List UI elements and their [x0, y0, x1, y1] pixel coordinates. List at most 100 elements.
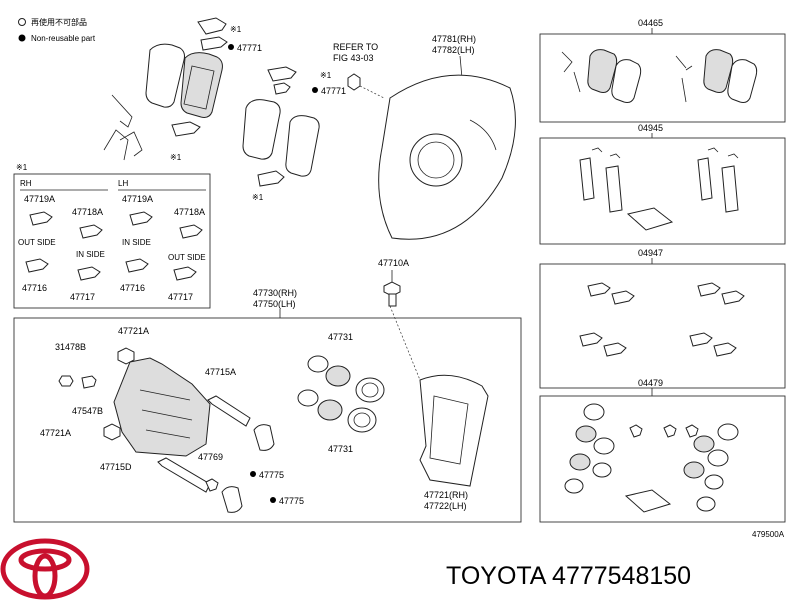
pad-clip-top[interactable] — [200, 36, 228, 51]
kit-04479-grease-pack[interactable] — [624, 489, 672, 513]
kit-04465-pad-2[interactable] — [611, 59, 642, 103]
anti-rattle-spring-1[interactable] — [111, 94, 133, 128]
center-shim-top[interactable] — [267, 66, 297, 82]
kit-04479-ring-9[interactable] — [704, 474, 724, 490]
kit-04947-clip-1[interactable] — [587, 282, 611, 297]
kit-04947-clip-4[interactable] — [721, 290, 745, 305]
piston-2[interactable] — [317, 399, 343, 421]
anti-rattle-spring-3[interactable] — [119, 131, 143, 157]
kit-04479-frame — [539, 395, 786, 523]
kit-04479-ring-5[interactable] — [564, 478, 584, 494]
kit-04945-shim-3[interactable] — [697, 157, 713, 201]
in-side-label-2: IN SIDE — [122, 238, 151, 247]
kit-04465-pad-3[interactable] — [703, 49, 734, 93]
shim-rh-inner[interactable] — [79, 224, 103, 239]
out-side-label-1: OUT SIDE — [18, 238, 56, 247]
shim-47717-rh[interactable] — [77, 266, 101, 281]
kit-04479-ring-3[interactable] — [569, 453, 591, 471]
pin-upper-label: 47715A — [205, 367, 236, 377]
kit-04479-ring-4[interactable] — [592, 462, 612, 478]
pin-dust-boot-lower[interactable] — [221, 486, 243, 513]
kit-04465-pad-4[interactable] — [727, 59, 758, 103]
boot-dust-dot-1 — [250, 471, 256, 477]
piston-boot-1[interactable] — [355, 377, 385, 403]
kit-04479-caps — [629, 424, 699, 438]
piston-boot-1-inner — [361, 382, 379, 398]
guide-pin-upper[interactable] — [207, 395, 251, 427]
torque-plate[interactable] — [419, 374, 489, 487]
shim-47716-lh[interactable] — [125, 258, 149, 273]
legend: 再使用不可部品 Non-reusable part — [18, 17, 96, 43]
kit-04947-clip-3[interactable] — [697, 282, 721, 297]
kit-04947-clip-2[interactable] — [611, 290, 635, 305]
kit-04465: 04465 — [539, 18, 786, 123]
kit-04945-clips — [591, 147, 739, 159]
center-pads-group: ※1 47771 ※1 — [242, 66, 346, 202]
bolt-left-label: 47721A — [40, 428, 71, 438]
center-shim-bottom[interactable] — [257, 170, 285, 187]
hub-bolt[interactable] — [347, 73, 361, 91]
caliper-bolt-top[interactable] — [117, 347, 135, 365]
dust-cover-group: 47781(RH) 47782(LH) — [378, 34, 516, 240]
shim-rh-outer[interactable] — [29, 211, 53, 226]
kit-04945-shim-1[interactable] — [579, 157, 595, 201]
dust-cover-rh: 47781(RH) — [432, 34, 476, 44]
caliper-bolt-left[interactable] — [103, 423, 121, 441]
kit-04479-label: 04479 — [638, 378, 663, 388]
kit-04465-pad-1[interactable] — [587, 49, 618, 93]
kit-04479-ring-7[interactable] — [707, 449, 729, 467]
center-clip[interactable] — [273, 82, 291, 95]
brake-pad-outer[interactable] — [145, 43, 185, 108]
kit-04479-ring-6[interactable] — [693, 435, 715, 453]
center-pad-inner[interactable] — [285, 115, 320, 177]
piston-seal-label-2: 47731 — [328, 444, 353, 454]
piston-1[interactable] — [325, 365, 351, 387]
pad-shim-top[interactable] — [197, 17, 227, 35]
bleeder-screw[interactable] — [81, 375, 97, 389]
kit-04945-shim-2[interactable] — [605, 165, 623, 213]
pin-dust-boot-upper[interactable] — [253, 424, 275, 451]
kit-04947-clip-5[interactable] — [579, 332, 603, 347]
shim-mark-3: ※1 — [320, 71, 332, 80]
kit-04947-clip-7[interactable] — [689, 332, 713, 347]
shim-box-mark: ※1 — [16, 163, 28, 172]
kit-04479-boot-1[interactable] — [583, 403, 605, 421]
shim-box-lh: LH — [118, 179, 128, 188]
torque-bolt-label: 47710A — [378, 258, 409, 268]
refer-line-1: REFER TO — [333, 42, 378, 52]
center-pad-outer[interactable] — [242, 99, 281, 160]
bleeder-plug[interactable] — [58, 375, 74, 387]
dust-cover-hub-ring — [417, 141, 455, 179]
bleeder-plug-label: 31478B — [55, 342, 86, 352]
pin-lower-label: 47715D — [100, 462, 132, 472]
torque-bolt-head[interactable] — [383, 281, 401, 297]
caliper-body[interactable] — [113, 357, 211, 457]
kit-04479-ring-10[interactable] — [696, 496, 716, 512]
guide-pin-lower[interactable] — [157, 457, 211, 493]
shim-lh-inner-label: 47718A — [174, 207, 205, 217]
shim-47716-rh[interactable] — [25, 258, 49, 273]
kit-04945-shim-4[interactable] — [721, 165, 739, 213]
shim-lh-outer[interactable] — [129, 211, 153, 226]
pad-clip-dot-2 — [312, 87, 318, 93]
kit-04479-boot-2[interactable] — [717, 423, 739, 441]
shim-lh-outer-label: 47719A — [122, 194, 153, 204]
pad-shim-bottom[interactable] — [171, 121, 201, 137]
shim-47717-lh[interactable] — [173, 266, 197, 281]
kit-04945-grease-pack[interactable] — [626, 207, 674, 231]
kit-04479-ring-8[interactable] — [683, 461, 705, 479]
kit-04947-clip-6[interactable] — [603, 342, 627, 357]
caliper-frame — [13, 317, 522, 523]
shim-lh-inner[interactable] — [179, 224, 203, 239]
piston-seal-ring-2[interactable] — [297, 389, 319, 407]
kit-04947-clip-8[interactable] — [713, 342, 737, 357]
anti-rattle-spring-2[interactable] — [103, 129, 129, 161]
shim-mark-4: ※1 — [252, 193, 264, 202]
kit-04479-ring-2[interactable] — [593, 437, 615, 455]
boot-dust-label-1: 47775 — [259, 470, 284, 480]
kit-04479-ring-1[interactable] — [575, 425, 597, 443]
piston-boot-2[interactable] — [347, 407, 377, 433]
pin-boot[interactable] — [205, 478, 219, 492]
piston-seal-ring-1[interactable] — [307, 355, 329, 373]
